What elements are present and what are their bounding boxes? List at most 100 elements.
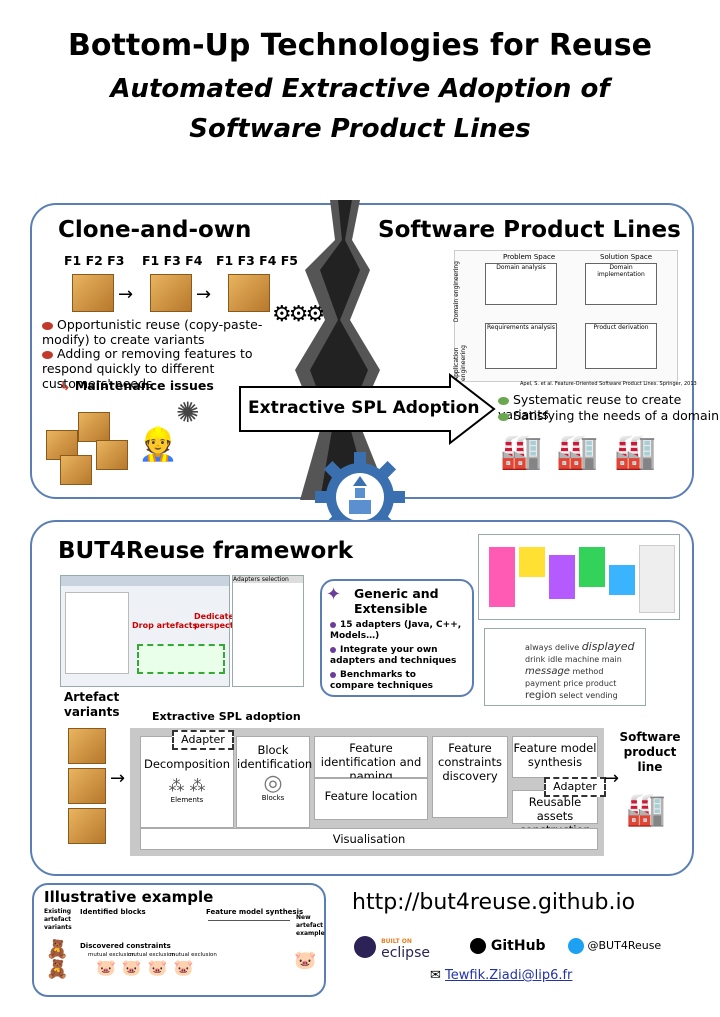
software-product-line-label: Software product line [619,730,681,774]
domain-analysis-box: Domain analysis [485,263,557,305]
new-character-icon: 🐷 [294,950,317,971]
constraint-2: mutual exclusion [128,952,175,958]
page-subtitle-line2: Software Product Lines [189,114,531,144]
discovered-constraints-label: Discovered constraints [80,942,171,950]
requirements-analysis-box: Requirements analysis [485,323,557,369]
purple-bullet-icon [330,671,336,678]
feature-constraints-stage: Feature constraints discovery [432,736,508,818]
variant-features-2: F1 F3 F4 [142,253,203,268]
twitter-link[interactable]: @BUT4Reuse [568,938,661,954]
spl-diagram: Problem Space Solution Space Domain anal… [453,250,678,382]
domain-implementation-box: Domain implementation [585,263,657,305]
eclipse-screenshot [60,575,230,687]
word-cloud-screenshot: always delive displayed drink idle machi… [484,628,646,706]
project-url[interactable]: http://but4reuse.github.io [352,890,636,915]
page-title: Bottom-Up Technologies for Reuse [68,28,652,63]
variant-features-3: F1 F3 F4 F5 [216,253,299,268]
solution-space-label: Solution Space [600,253,653,261]
output-arrow-icon: → [604,768,620,789]
artefact-variants-label: Artefact variants [64,690,120,719]
red-bullet-icon [42,350,53,359]
artefact-box-icon [68,808,106,844]
artefact-box-icon [68,728,106,764]
feature-identification-stage: Feature identification and naming [314,736,428,783]
spl-bullet-1: Systematic reuse to create variants [498,392,682,422]
generic-bullet-2: Integrate your own adapters and techniqu… [330,645,457,666]
dedicated-perspective-label: Dedicated perspective [194,612,247,630]
input-arrow-icon: → [110,768,126,789]
generic-bullet-3: Benchmarks to compare techniques [330,670,434,691]
elements-graph-icon: ⁂ ⁂ [168,776,206,795]
generic-title: Generic and Extensible [354,586,439,616]
but4reuse-gear-logo [315,452,405,542]
variant-box-icon [72,274,114,312]
maintenance-issues: ↳ Maintenance issues [60,378,214,393]
arrow-icon: → [118,284,134,305]
illustrative-example-panel [32,883,326,997]
boxes-pile-icon [96,440,128,470]
elements-label: Elements [170,796,204,804]
product-derivation-box: Product derivation [585,323,657,369]
eclipse-logo: BUILT ON eclipse [354,936,430,960]
factory-icon: 🏭 [500,432,543,472]
spl-bullet-2: Satisfying the needs of a domain [498,408,719,423]
artefact-box-icon [68,768,106,804]
purple-bullet-icon [330,621,336,628]
factory-icon: 🏭 [614,432,657,472]
variant-box-icon [228,274,270,312]
generic-extensible-box [320,579,474,697]
framework-title: BUT4Reuse framework [58,538,354,564]
extractive-arrow-label: Extractive SPL Adoption [248,398,480,418]
fm-synthesis-label: Feature model synthesis [206,908,304,916]
twitter-icon [568,938,584,954]
block-identification-stage: Block identification ◎ Blocks [236,736,312,828]
pig-icons: 🐷🐷🐷🐷 [96,958,200,977]
clone-bullet-2: Adding or removing features to respond q… [42,346,253,391]
github-icon [470,938,486,954]
clone-bullet-1: Opportunistic reuse (copy-paste-modify) … [42,317,263,347]
email-link[interactable]: ✉ Tewfik.Ziadi@lip6.fr [430,968,573,983]
feature-model-tree [208,920,290,947]
spl-citation: Apel, S. et al. Feature-Oriented Softwar… [520,381,697,387]
spl-title: Software Product Lines [378,217,681,243]
factory-icon: 🏭 [556,432,599,472]
arrow-icon: → [196,284,212,305]
variant-box-icon [150,274,192,312]
spl-factory-icon: 🏭 [626,790,666,828]
puzzle-icon: ✦ [326,584,342,605]
green-bullet-icon [498,412,509,421]
variant-features-1: F1 F2 F3 [64,253,125,268]
visualisation-stage: Visualisation [140,828,598,850]
adapters-selection-screenshot: Adapters selection [232,575,304,687]
feature-model-synthesis-stage: Feature model synthesis [512,736,598,778]
extractive-arrow [239,373,496,445]
extractive-spl-label: Extractive SPL adoption [152,710,301,723]
github-link[interactable]: GitHub [470,938,546,954]
drop-artefacts-label: Drop artefacts [132,621,198,630]
adapter-tag-top: Adapter [172,730,234,750]
red-bullet-icon [42,321,53,330]
visualisation-screenshot [478,534,680,620]
illustrative-example-title: Illustrative example [44,888,214,906]
gears-people-icon: ⚙⚙⚙ [272,302,325,327]
constraint-3: mutual exclusion [170,952,217,958]
feature-location-stage: Feature location [314,778,428,820]
domain-engineering-label: Domain engineering [453,261,460,323]
adapter-tag-bottom: Adapter [544,777,606,797]
constraint-1: mutual exclusion [88,952,135,958]
green-bullet-icon [498,396,509,405]
generic-bullet-1: 15 adapters (Java, C++, Models…) [330,620,462,641]
character-icons: 🧸🧸 [46,939,69,980]
tangled-icon: ✺ [176,396,200,429]
venn-diagram-icon: ◎ [263,771,283,796]
mail-icon: ✉ [430,968,441,983]
new-artefact-label: New artefact example [296,914,325,937]
decomposition-stage: Decomposition ⁂ ⁂ Elements [140,736,234,828]
blocks-label: Blocks [261,794,285,802]
purple-bullet-icon [330,646,336,653]
application-engineering-label: Application engineering [453,345,467,381]
problem-space-label: Problem Space [503,253,556,261]
boxes-pile-icon [78,412,110,442]
identified-blocks-label: Identified blocks [80,908,146,916]
clone-and-own-title: Clone-and-own [58,217,252,243]
